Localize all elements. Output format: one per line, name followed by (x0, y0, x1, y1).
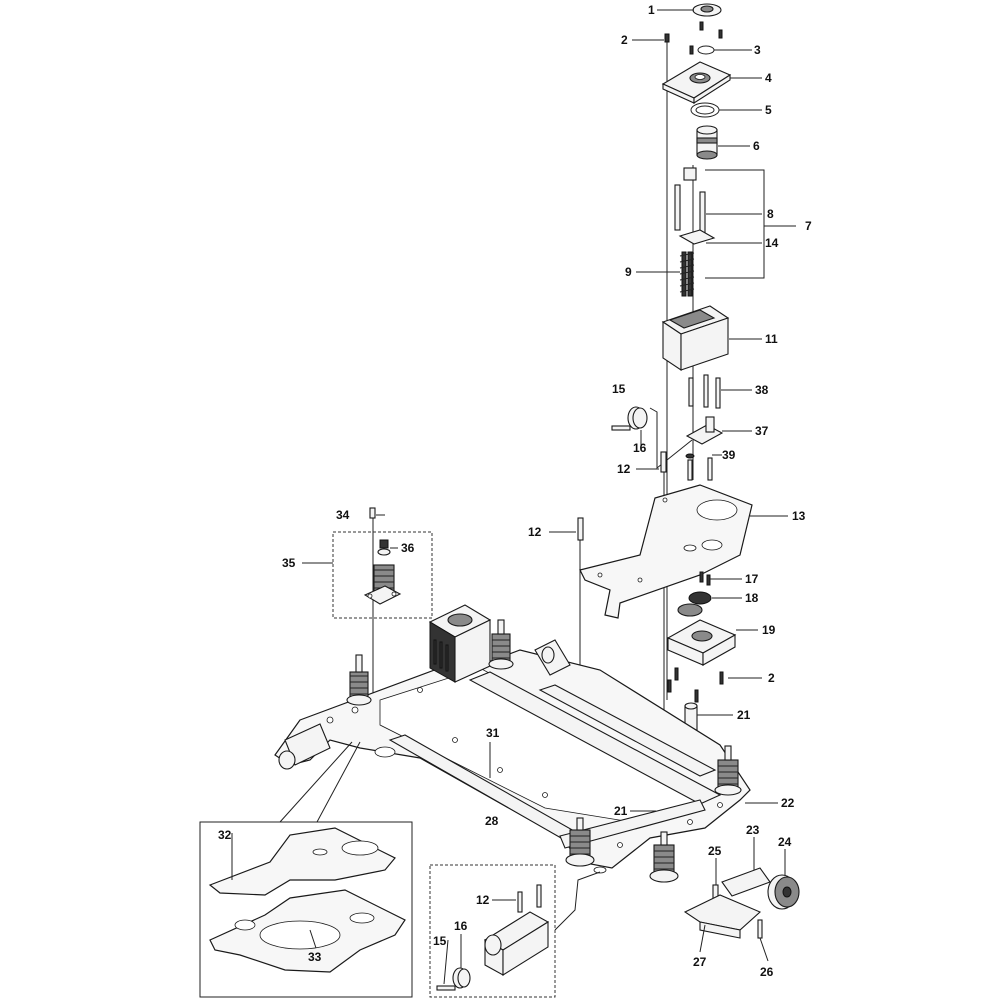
part-11-housing (661, 305, 730, 372)
label-19: 19 (762, 623, 776, 637)
label-15-box: 15 (433, 934, 447, 948)
label-2-lower: 2 (768, 671, 775, 685)
label-1: 1 (648, 3, 655, 17)
part-12-bolt-upper (660, 451, 667, 473)
label-16-box: 16 (454, 919, 468, 933)
hinge-bracket (534, 639, 571, 676)
part-15-bolt-box (436, 985, 456, 991)
label-15-upper: 15 (612, 382, 626, 396)
part-17-screws (699, 571, 711, 586)
part-27-arm-bracket (683, 894, 762, 939)
label-17: 17 (745, 572, 759, 586)
part-1-top-cap (692, 3, 722, 17)
screws-top (689, 21, 723, 55)
label-12-middle: 12 (528, 525, 542, 539)
label-24: 24 (778, 835, 792, 849)
part-12-bolt-box (517, 891, 523, 913)
label-11: 11 (765, 332, 778, 346)
part-12-bolt-middle (577, 517, 584, 541)
part-16-roller-upper (627, 406, 648, 430)
part-16-roller-box (452, 967, 471, 989)
spring-unit-middle (488, 619, 514, 670)
spring-unit-right (714, 745, 742, 796)
part-34-nut (369, 507, 376, 519)
spring-unit-detail (363, 564, 402, 605)
spring-unit-rear (346, 654, 372, 706)
label-13: 13 (792, 509, 806, 523)
label-18: 18 (745, 591, 759, 605)
leader-lines (231, 9, 796, 985)
label-33: 33 (308, 950, 322, 964)
label-7: 7 (805, 219, 812, 233)
label-28: 28 (485, 814, 499, 828)
part-38-bolts (688, 374, 721, 409)
label-14: 14 (765, 236, 779, 250)
label-12-upper: 12 (617, 462, 631, 476)
label-23: 23 (746, 823, 760, 837)
part-39-washer (685, 453, 695, 459)
part-3-ring (697, 45, 715, 55)
label-35: 35 (282, 556, 296, 570)
label-32: 32 (218, 828, 232, 842)
part-5-ring (690, 102, 720, 118)
part-36-cap (377, 539, 391, 556)
label-25: 25 (708, 844, 722, 858)
label-5: 5 (765, 103, 772, 117)
bracket-7 (705, 169, 765, 279)
part-19-motor-flange (666, 619, 737, 666)
part-4-top-plate (661, 61, 732, 105)
label-27: 27 (693, 955, 707, 969)
detail-box-35 (332, 531, 433, 619)
part-33-plate (209, 889, 406, 973)
label-6: 6 (753, 139, 760, 153)
part-23-sleeve (721, 867, 771, 897)
label-8: 8 (767, 207, 774, 221)
label-2-top: 2 (621, 33, 628, 47)
label-31: 31 (486, 726, 500, 740)
label-9: 9 (625, 265, 632, 279)
label-26: 26 (760, 965, 774, 979)
label-3: 3 (754, 43, 761, 57)
label-38: 38 (755, 383, 769, 397)
part-21-spacer-upper (684, 702, 698, 731)
label-16-upper: 16 (633, 441, 647, 455)
part-24-wheel (767, 874, 800, 910)
part-6-bushing (696, 125, 718, 160)
part-26-bolt (757, 919, 763, 939)
label-22: 22 (781, 796, 795, 810)
part-18-gear (677, 591, 712, 617)
label-21-upper: 21 (737, 708, 751, 722)
callout-labels: 1 2 3 4 5 6 7 8 9 11 12 13 14 15 16 17 1… (218, 3, 812, 979)
part-15-bolt-upper (611, 425, 631, 431)
detail-box-28 (429, 864, 556, 998)
part-2-screws-lower (667, 667, 724, 703)
label-12-box: 12 (476, 893, 490, 907)
label-36: 36 (401, 541, 415, 555)
part-7-guide-assembly (674, 167, 716, 297)
label-39: 39 (722, 448, 736, 462)
detail-box-plates (199, 821, 413, 998)
drive-motor (428, 604, 492, 683)
spring-unit-front (565, 817, 595, 867)
spring-unit-front-right (649, 831, 679, 883)
part-32-plate (208, 827, 396, 896)
part-37-bracket (685, 416, 724, 445)
part-22-chassis-frame (274, 649, 751, 874)
label-37: 37 (755, 424, 769, 438)
label-34: 34 (336, 508, 350, 522)
label-21-lower: 21 (614, 804, 628, 818)
part-28-bracket-block (483, 911, 550, 976)
part-2-screw-top (664, 33, 670, 43)
label-4: 4 (765, 71, 772, 85)
